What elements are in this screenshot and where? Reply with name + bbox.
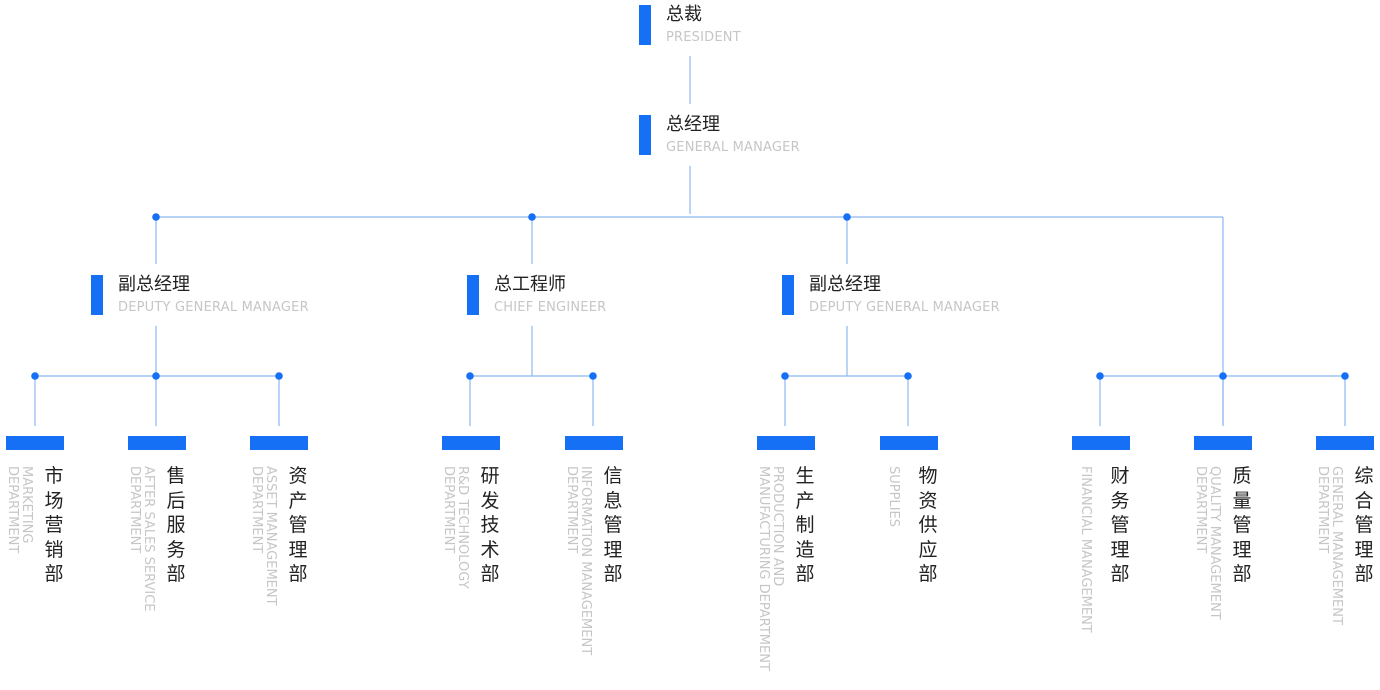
dept-title-cn: 生产制造部 (795, 465, 815, 585)
dept-title-cn: 售后服务部 (166, 465, 186, 585)
branch-title-cn: 总工程师 (494, 274, 566, 295)
president-accent-bar (639, 5, 651, 45)
junction-dot (904, 372, 912, 380)
dept-title-en: QUALITY MANAGEMENT DEPARTMENT (1193, 466, 1222, 620)
branch-title-en: DEPUTY GENERAL MANAGER (809, 300, 1000, 315)
junction-dot (275, 372, 283, 380)
branch-title-cn: 副总经理 (118, 274, 190, 295)
junction-dot (152, 372, 160, 380)
dept-after-sales-service: AFTER SALES SERVICE DEPARTMENT 售后服务部 (127, 436, 186, 686)
dept-accent-bar (880, 436, 938, 450)
dept-title-cn: 财务管理部 (1110, 465, 1130, 585)
branch-accent-bar (467, 275, 479, 315)
dept-title-en: MARKETING DEPARTMENT (5, 466, 34, 554)
junction-dot (466, 372, 474, 380)
junction-dot (1219, 372, 1227, 380)
dept-accent-bar (1072, 436, 1130, 450)
general-manager-title-en: GENERAL MANAGER (666, 140, 800, 155)
dept-accent-bar (442, 436, 500, 450)
dept-supplies: SUPPLIES 物资供应部 (880, 436, 938, 686)
president-title-en: PRESIDENT (666, 30, 741, 45)
dept-title-cn: 质量管理部 (1232, 465, 1252, 585)
junction-dot (589, 372, 597, 380)
dept-production-manufacturing: PRODUCTION AND MANUFACTURING DEPARTMENT … (756, 436, 815, 686)
dept-accent-bar (128, 436, 186, 450)
dept-title-en: GENERAL MANAGEMENT DEPARTMENT (1315, 466, 1344, 625)
junction-dot (31, 372, 39, 380)
dept-accent-bar (757, 436, 815, 450)
dept-rd-technology: R&D TECHNOLOGY DEPARTMENT 研发技术部 (441, 436, 500, 686)
dept-title-cn: 资产管理部 (288, 465, 308, 585)
branch-title-en: DEPUTY GENERAL MANAGER (118, 300, 309, 315)
dept-marketing: MARKETING DEPARTMENT 市场营销部 (5, 436, 64, 686)
dept-quality-management: QUALITY MANAGEMENT DEPARTMENT 质量管理部 (1193, 436, 1252, 686)
dept-title-cn: 市场营销部 (44, 465, 64, 585)
dept-title-en: AFTER SALES SERVICE DEPARTMENT (127, 466, 156, 612)
dept-accent-bar (250, 436, 308, 450)
dept-accent-bar (6, 436, 64, 450)
dept-information-management: INFORMATION MANAGEMENT DEPARTMENT 信息管理部 (564, 436, 623, 686)
president-title-cn: 总裁 (666, 4, 702, 25)
dept-title-en: PRODUCTION AND MANUFACTURING DEPARTMENT (756, 466, 785, 671)
dept-asset-management: ASSET MANAGEMENT DEPARTMENT 资产管理部 (249, 436, 308, 686)
dept-accent-bar (1194, 436, 1252, 450)
branch-title-cn: 副总经理 (809, 274, 881, 295)
dept-title-cn: 物资供应部 (918, 465, 938, 585)
dept-title-cn: 研发技术部 (480, 465, 500, 585)
dept-title-cn: 信息管理部 (603, 465, 623, 585)
dept-accent-bar (1316, 436, 1374, 450)
dept-title-en: SUPPLIES (886, 466, 901, 527)
dept-title-en: INFORMATION MANAGEMENT DEPARTMENT (564, 466, 593, 656)
dept-title-en: ASSET MANAGEMENT DEPARTMENT (249, 466, 278, 606)
junction-dot (1096, 372, 1104, 380)
junction-dot (843, 213, 851, 221)
dept-title-en: FINANCIAL MANAGEMENT (1078, 466, 1093, 633)
junction-dot (152, 213, 160, 221)
branch-title-en: CHIEF ENGINEER (494, 300, 607, 315)
general-manager-title-cn: 总经理 (666, 114, 720, 135)
branch-accent-bar (782, 275, 794, 315)
dept-financial-management: FINANCIAL MANAGEMENT 财务管理部 (1072, 436, 1130, 686)
general-manager-accent-bar (639, 115, 651, 155)
dept-accent-bar (565, 436, 623, 450)
branch-accent-bar (91, 275, 103, 315)
dept-title-cn: 综合管理部 (1354, 465, 1374, 585)
junction-dot (781, 372, 789, 380)
dept-title-en: R&D TECHNOLOGY DEPARTMENT (441, 466, 470, 589)
junction-dot (528, 213, 536, 221)
junction-dot (1341, 372, 1349, 380)
dept-general-management: GENERAL MANAGEMENT DEPARTMENT 综合管理部 (1315, 436, 1374, 686)
